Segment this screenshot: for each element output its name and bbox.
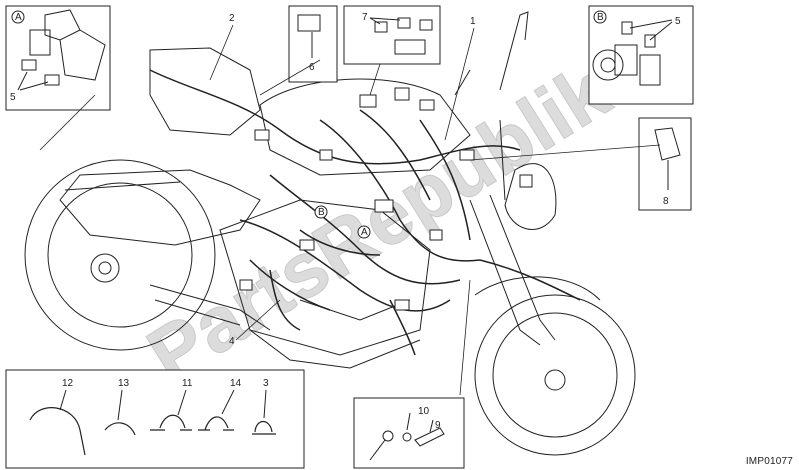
detail-box-a: A 5 xyxy=(5,5,111,111)
connectors xyxy=(239,87,533,311)
callout-8: 8 xyxy=(663,196,669,207)
callout-5-box-a: 5 xyxy=(10,92,16,103)
callout-12: 12 xyxy=(62,378,74,389)
callout-11: 11 xyxy=(182,378,193,389)
watermark: PartsRepublik xyxy=(132,46,625,400)
frame-detail-markers: B A xyxy=(314,205,371,239)
callout-7: 7 xyxy=(362,12,368,23)
leader-lines xyxy=(39,24,661,396)
callout-14: 14 xyxy=(230,378,242,389)
callout-13: 13 xyxy=(118,378,130,389)
watermark-text: PartsRepublik xyxy=(132,47,624,400)
marker-b-frame: B xyxy=(318,207,325,218)
callout-9: 9 xyxy=(435,420,441,431)
callout-10: 10 xyxy=(418,406,430,417)
callout-5-box-b: 5 xyxy=(675,16,681,27)
detail-box-7: 7 xyxy=(343,5,441,65)
marker-a-frame: A xyxy=(361,227,368,238)
detail-box-6: 6 xyxy=(288,5,338,83)
marker-b-box: B xyxy=(597,12,604,23)
detail-box-9-10: 10 9 xyxy=(353,397,465,469)
motorcycle-outline xyxy=(24,11,636,456)
detail-box-clips: 12 13 11 14 3 xyxy=(5,369,305,469)
callout-6: 6 xyxy=(309,62,315,73)
wiring-harness xyxy=(149,69,581,356)
callout-4: 4 xyxy=(229,336,235,347)
detail-box-8: 8 xyxy=(638,117,692,211)
callout-3: 3 xyxy=(263,378,269,389)
detail-box-b: B 5 xyxy=(588,5,694,105)
callout-1: 1 xyxy=(470,16,476,27)
reference-code: IMP01077 xyxy=(745,456,793,467)
marker-a-box: A xyxy=(15,12,22,23)
callout-2: 2 xyxy=(229,13,235,24)
